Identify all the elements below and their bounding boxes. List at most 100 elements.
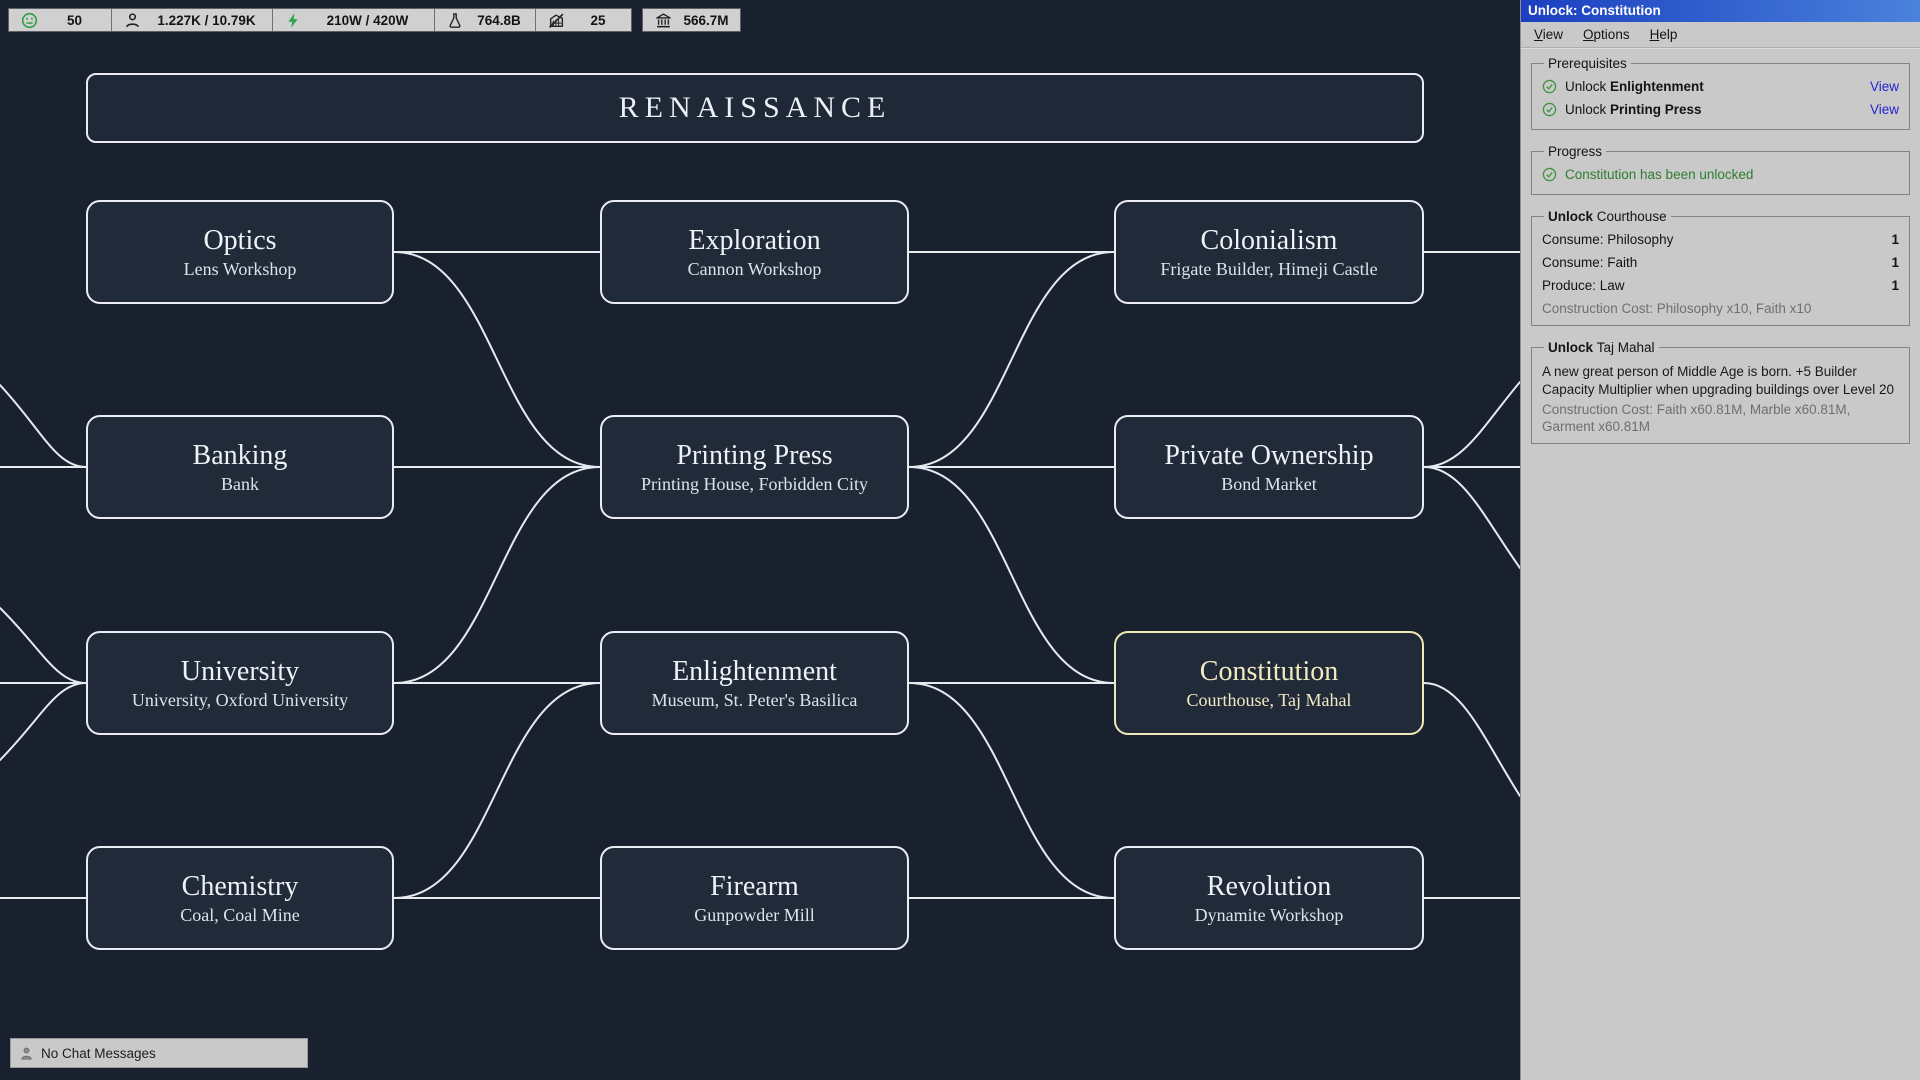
resource-row-label: Consume: Faith — [1542, 255, 1638, 270]
panel-menu-bar: View Options Help — [1521, 22, 1920, 48]
era-header: RENAISSANCE — [86, 73, 1424, 143]
chat-person-icon — [21, 1047, 32, 1059]
tech-node-title: Enlightenment — [672, 655, 837, 687]
bank-icon — [656, 12, 671, 27]
tech-node-title: University — [180, 655, 300, 687]
resource-treasury[interactable]: 566.7M — [643, 9, 740, 31]
tech-node-subtitle: Printing House, Forbidden City — [640, 473, 868, 494]
tech-node-subtitle: Museum, St. Peter's Basilica — [651, 689, 858, 710]
menu-view[interactable]: View — [1534, 27, 1564, 42]
power-value: 210W / 420W — [326, 12, 409, 28]
progress-row: Constitution has been unlocked — [1542, 163, 1899, 186]
resource-row-value: 1 — [1891, 232, 1899, 247]
edge-line — [393, 466, 601, 684]
tech-node-title: Colonialism — [1200, 224, 1338, 256]
resource-power[interactable]: 210W / 420W — [272, 9, 434, 31]
happiness-value: 50 — [66, 12, 83, 28]
edge-line — [0, 607, 87, 684]
edge-line — [1423, 381, 1520, 468]
unlock-taj-mahal-section: Unlock Taj Mahal A new great person of M… — [1531, 340, 1910, 444]
edge-line — [908, 251, 1115, 468]
science-value: 764.8B — [477, 12, 521, 28]
menu-options[interactable]: Options — [1583, 27, 1630, 42]
unlock-taj-mahal-legend: Unlock Taj Mahal — [1544, 340, 1659, 355]
resource-science[interactable]: 764.8B — [434, 9, 535, 31]
progress-message: Constitution has been unlocked — [1565, 167, 1754, 182]
tech-node-title: Printing Press — [676, 439, 833, 471]
tech-node-subtitle: Bond Market — [1221, 473, 1317, 494]
tech-node-subtitle: Frigate Builder, Himeji Castle — [1160, 258, 1378, 279]
legend-rest: Taj Mahal — [1596, 340, 1655, 355]
resource-row: Consume: Philosophy 1 — [1542, 228, 1899, 251]
tech-node-subtitle: Courthouse, Taj Mahal — [1186, 689, 1352, 710]
lightning-icon — [288, 12, 298, 28]
courthouse-cost: Construction Cost: Philosophy x10, Faith… — [1542, 301, 1812, 316]
resource-row-value: 1 — [1891, 278, 1899, 293]
progress-legend: Progress — [1548, 144, 1603, 159]
prerequisites-legend: Prerequisites — [1548, 56, 1627, 71]
edge-line — [908, 466, 1115, 684]
resource-happiness[interactable]: 50 — [9, 9, 111, 31]
edge-line — [1423, 682, 1520, 797]
tech-node-title: Banking — [192, 439, 288, 471]
tech-node-title: Exploration — [688, 224, 821, 256]
tech-tree-edges — [0, 251, 1520, 899]
flask-icon — [449, 12, 461, 28]
tech-node-subtitle: Dynamite Workshop — [1194, 904, 1344, 925]
tech-node-subtitle: Gunpowder Mill — [694, 904, 815, 925]
tech-node-title: Private Ownership — [1164, 439, 1374, 471]
tech-node-subtitle: Cannon Workshop — [687, 258, 822, 279]
resource-bar: 50 1.227K / 10.79K 210W / 420W 764.8B — [8, 8, 741, 32]
view-link[interactable]: View — [1869, 102, 1899, 117]
check-icon — [1542, 79, 1557, 94]
tech-node-subtitle: Lens Workshop — [183, 258, 297, 279]
resource-row-label: Consume: Philosophy — [1542, 232, 1674, 247]
chat-status-label: No Chat Messages — [41, 1045, 156, 1061]
check-icon — [1542, 102, 1557, 117]
unlock-panel: Unlock: Constitution View Options Help Pre… — [1520, 0, 1920, 1080]
tech-node-title: Firearm — [710, 870, 799, 902]
edge-line — [0, 682, 87, 761]
chat-bar[interactable]: No Chat Messages — [10, 1038, 308, 1068]
edge-line — [1423, 466, 1520, 569]
menu-help[interactable]: Help — [1649, 27, 1678, 42]
unlock-courthouse-legend: Unlock Courthouse — [1544, 209, 1671, 224]
edge-line — [908, 682, 1115, 899]
legend-bold: Unlock — [1548, 340, 1594, 355]
resource-idle-builders[interactable]: 25 — [535, 9, 631, 31]
edge-line — [393, 682, 601, 899]
no-build-icon — [549, 13, 564, 28]
taj-mahal-description: A new great person of Middle Age is born… — [1542, 364, 1894, 397]
panel-title-bar: Unlock: Constitution — [1521, 0, 1920, 22]
person-icon — [126, 12, 139, 27]
view-link[interactable]: View — [1869, 79, 1899, 94]
progress-section: Progress Constitution has been unlocked — [1531, 144, 1910, 195]
resource-population[interactable]: 1.227K / 10.79K — [111, 9, 272, 31]
tech-node-title: Chemistry — [181, 870, 299, 902]
population-value: 1.227K / 10.79K — [157, 12, 256, 28]
tech-node-title: Revolution — [1206, 870, 1332, 902]
resource-bar-group-main: 50 1.227K / 10.79K 210W / 420W 764.8B — [8, 8, 632, 32]
era-title: RENAISSANCE — [618, 91, 892, 124]
tech-node-subtitle: University, Oxford University — [131, 689, 349, 710]
edge-line — [393, 251, 601, 468]
legend-bold: Unlock — [1548, 209, 1594, 224]
